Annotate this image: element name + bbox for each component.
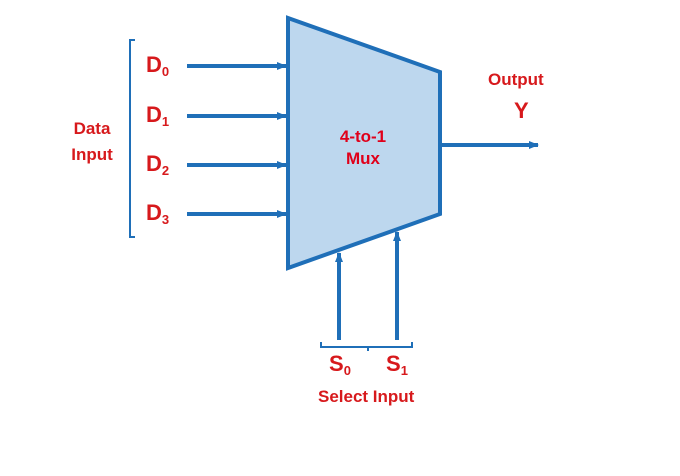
select-input-label: Select Input: [318, 387, 415, 406]
input-label-d0: D0: [146, 52, 170, 79]
input-label-d1: D1: [146, 102, 170, 129]
input-label-d3: D3: [146, 200, 170, 227]
output-symbol: Y: [514, 98, 529, 123]
select-input-bracket: [320, 342, 413, 351]
data-input-label: Data Input: [71, 119, 113, 164]
mux-block: [286, 15, 442, 271]
mux-title-line1: 4-to-1: [339, 127, 387, 146]
input-label-d2: D2: [146, 151, 170, 178]
mux-title: 4-to-1 Mux: [318, 126, 408, 170]
data-input-bracket: [129, 39, 135, 238]
select-label-s0: S0: [329, 351, 351, 378]
select-label-s1: S1: [386, 351, 408, 378]
output-label: Output: [488, 70, 544, 89]
mux-title-line2: Mux: [346, 149, 380, 168]
